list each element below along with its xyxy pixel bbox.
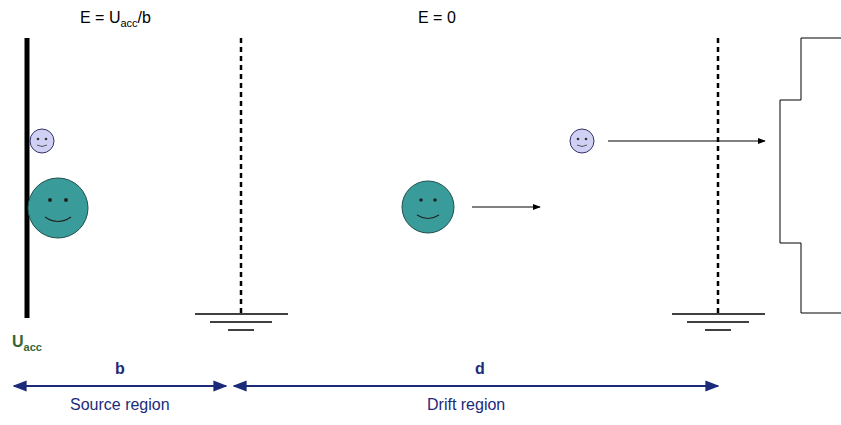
grid bbox=[717, 38, 720, 313]
subscript: acc bbox=[24, 341, 42, 353]
velocity-arrow bbox=[608, 141, 765, 142]
field-label: /b bbox=[138, 9, 151, 26]
heavy-ion bbox=[402, 181, 454, 233]
light-ion bbox=[30, 129, 54, 153]
dimension-label: d bbox=[475, 359, 485, 379]
dimension-label: b bbox=[115, 359, 125, 379]
voltage-label: U bbox=[12, 333, 24, 350]
region-label: Source region bbox=[70, 396, 170, 413]
ground-symbol bbox=[672, 314, 765, 330]
dimension-label: d bbox=[475, 360, 485, 377]
region-label: Drift region bbox=[427, 395, 505, 415]
dimension-arrow bbox=[234, 385, 718, 387]
region-label: Drift region bbox=[427, 396, 505, 413]
dimension-label: b bbox=[115, 360, 125, 377]
heavy-ion bbox=[28, 178, 88, 238]
plate bbox=[25, 38, 30, 318]
subscript: acc bbox=[120, 17, 137, 29]
field-label: E = Uacc/b bbox=[80, 8, 151, 28]
ground-symbol bbox=[195, 314, 288, 330]
light-ion bbox=[570, 129, 594, 153]
dimension-arrow bbox=[14, 385, 226, 387]
grid bbox=[240, 38, 243, 313]
voltage-label: Uacc bbox=[12, 332, 42, 352]
field-label: E = U bbox=[80, 9, 120, 26]
field-label: E = 0 bbox=[418, 8, 456, 28]
velocity-arrow bbox=[472, 207, 540, 208]
field-label: E = 0 bbox=[418, 9, 456, 26]
region-label: Source region bbox=[70, 395, 170, 415]
detector bbox=[780, 38, 841, 313]
